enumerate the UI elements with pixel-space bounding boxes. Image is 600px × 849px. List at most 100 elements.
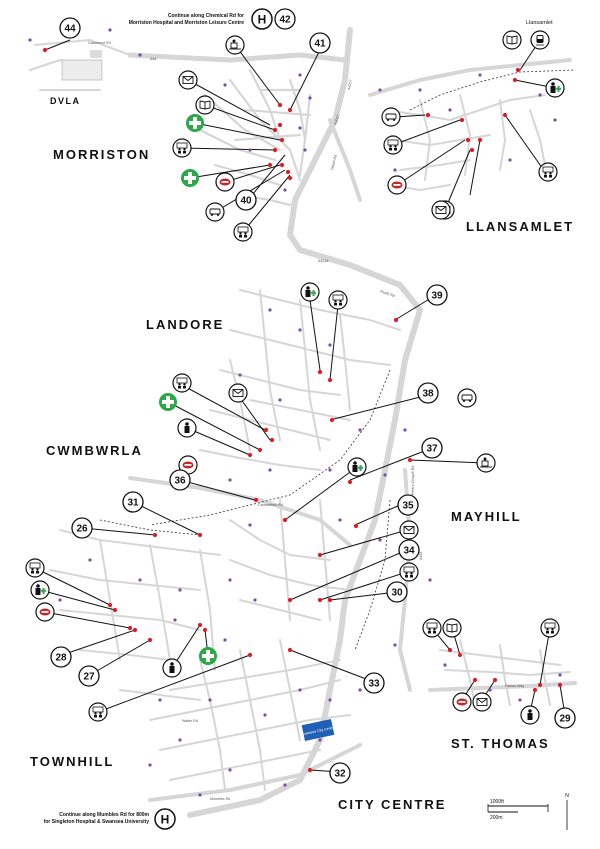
dentist-icon[interactable] (178, 455, 198, 475)
stop-dot-red (287, 107, 293, 113)
marker-27[interactable]: 27 (78, 665, 100, 687)
stop-dot-red (272, 127, 278, 133)
road-label-neath-rd-2: Neath Rd (380, 289, 396, 298)
stop-dot-purple (228, 578, 232, 582)
marker-29[interactable]: 29 (554, 707, 576, 729)
stop-dot-red (267, 162, 273, 168)
stop-dot-red (132, 627, 138, 633)
north-arrow: N (565, 793, 569, 830)
stop-dot-red (279, 137, 285, 143)
pharmacy-icon[interactable] (181, 169, 199, 187)
community-centre-icon[interactable] (328, 290, 348, 310)
stop-dot-red (287, 597, 293, 603)
stop-dot-purple (58, 598, 62, 602)
pharmacy-icon[interactable] (199, 647, 217, 665)
marker-38[interactable]: 38 (417, 382, 439, 404)
marker-number: 37 (426, 444, 438, 455)
road-label-clasemont: Clasemont Rd (88, 41, 111, 45)
marker-34[interactable]: 34 (398, 539, 420, 561)
community-centre-icon[interactable] (383, 135, 403, 155)
marker-33[interactable]: 33 (363, 672, 385, 694)
marker-26[interactable]: 26 (71, 517, 93, 539)
post-office-icon[interactable] (431, 200, 451, 220)
marker-30[interactable]: 30 (386, 581, 408, 603)
community-centre-icon[interactable] (172, 373, 192, 393)
post-office-icon[interactable] (472, 692, 492, 712)
community-centre-icon[interactable] (422, 618, 442, 638)
stop-dot-red (393, 317, 399, 323)
library-icon[interactable] (195, 95, 215, 115)
marker-37[interactable]: 37 (421, 437, 443, 459)
gp-surgery-icon[interactable] (162, 658, 182, 678)
marker-number: 31 (127, 498, 139, 509)
community-centre-icon[interactable] (538, 162, 558, 182)
stop-dot-red (353, 523, 359, 529)
stop-dot-purple (158, 698, 162, 702)
stop-dot-red (447, 647, 453, 653)
stop-dot-purple (283, 188, 287, 192)
dentist-icon[interactable] (215, 172, 235, 192)
district-landore: LANDORE (146, 317, 224, 332)
marker-number: 40 (240, 196, 252, 207)
railway-line-mid (99, 519, 201, 536)
community-centre-icon[interactable] (88, 702, 108, 722)
community-centre-icon[interactable] (172, 138, 192, 158)
road-label-mumbles: Mumbles Rd (210, 797, 230, 801)
marker-39[interactable]: 39 (426, 284, 448, 306)
bus-icon[interactable] (457, 388, 477, 408)
district-townhill: TOWNHILL (30, 754, 114, 769)
gp-surgery-icon[interactable] (520, 705, 540, 725)
marker-35[interactable]: 35 (397, 494, 419, 516)
hospital-note-line-1: Continue along Chemical Rd for (168, 13, 244, 19)
stop-dot-red (263, 427, 269, 433)
dentist-icon[interactable] (452, 692, 472, 712)
stop-dot-purple (443, 663, 447, 667)
bus-icon[interactable] (205, 202, 225, 222)
marker-41[interactable]: 41 (309, 32, 331, 54)
stop-dot-purple (558, 673, 562, 677)
cafe-icon[interactable] (225, 35, 245, 55)
community-centre-icon[interactable] (233, 222, 253, 242)
marker-36[interactable]: 36 (169, 469, 191, 491)
stop-dot-purple (488, 688, 492, 692)
gp-surgery-icon[interactable] (177, 418, 197, 438)
post-office-icon[interactable] (178, 70, 198, 90)
doctor-icon[interactable] (30, 580, 50, 600)
community-centre-icon[interactable] (25, 558, 45, 578)
pharmacy-icon[interactable] (159, 393, 177, 411)
stop-dot-red (112, 607, 118, 613)
stop-dot-red (152, 532, 158, 538)
post-office-icon[interactable] (399, 520, 419, 540)
stop-dot-red (257, 447, 263, 453)
community-centre-icon[interactable] (399, 562, 419, 582)
library-icon[interactable] (502, 30, 522, 50)
bus-icon[interactable] (381, 107, 401, 127)
doctor-icon[interactable] (545, 78, 565, 98)
cafe-icon[interactable] (476, 453, 496, 473)
doctor-icon[interactable] (347, 457, 367, 477)
marker-42[interactable]: 42 (274, 8, 296, 30)
district-morriston: MORRISTON (53, 147, 150, 162)
stop-dot-purple (328, 698, 332, 702)
dentist-icon[interactable] (35, 602, 55, 622)
marker-31[interactable]: 31 (122, 491, 144, 513)
dentist-icon[interactable] (387, 175, 407, 195)
scale-bar: 1000ft 200m (487, 799, 549, 821)
train-station-icon[interactable] (530, 30, 550, 50)
pharmacy-icon[interactable] (186, 114, 204, 132)
stop-dot-red (327, 597, 333, 603)
doctor-icon[interactable] (300, 282, 320, 302)
marker-28[interactable]: 28 (50, 646, 72, 668)
stop-dot-red (537, 682, 543, 688)
marker-40[interactable]: 40 (235, 189, 257, 211)
stop-dot-purple (538, 93, 542, 97)
a483-road (398, 468, 412, 692)
marker-44[interactable]: 44 (59, 17, 81, 39)
post-office-icon[interactable] (228, 383, 248, 403)
stop-dot-red (272, 147, 278, 153)
community-centre-icon[interactable] (540, 618, 560, 638)
stop-dot-red (277, 122, 283, 128)
library-icon[interactable] (442, 618, 462, 638)
marker-32[interactable]: 32 (329, 762, 351, 784)
